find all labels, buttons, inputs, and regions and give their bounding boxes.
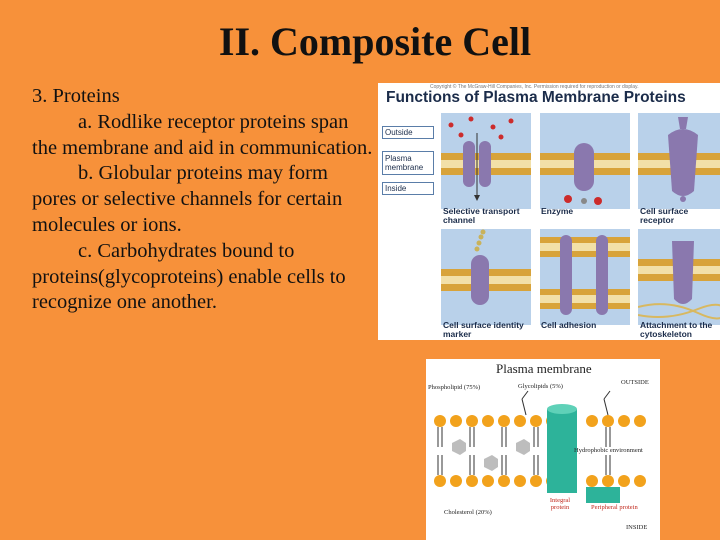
cytoskeleton-illustration: [637, 241, 720, 320]
figure-title: Functions of Plasma Membrane Proteins: [386, 89, 686, 106]
slide-title: II. Composite Cell: [218, 19, 532, 64]
label-identity-marker: Cell surface identity marker: [443, 320, 524, 339]
legend-inside: Inside: [382, 182, 434, 195]
cell-adhesion-illustration: [540, 235, 630, 315]
enzyme-illustration: [540, 143, 630, 205]
body-line-a: a. Rodlike receptor proteins span the me…: [32, 110, 373, 159]
panel-transport-channel: [441, 113, 531, 209]
panel-surface-receptor: [638, 113, 720, 209]
transport-channel-illustration: [441, 116, 531, 201]
label-cytoskeleton: Attachment to the cytoskeleton: [640, 320, 713, 339]
label-cell-adhesion: Cell adhesion: [541, 320, 597, 330]
body-line-c: c. Carbohydrates bound to proteins(glyco…: [32, 239, 346, 314]
membrane-bilayer-illustration: [434, 390, 646, 503]
copyright-note: Copyright © The McGraw-Hill Companies, I…: [430, 84, 639, 90]
diagram-title: Plasma membrane: [496, 361, 592, 376]
peripheral-protein-label: Peripheral protein: [591, 504, 638, 511]
outside-label: OUTSIDE: [621, 379, 649, 386]
identity-marker-illustration: [441, 229, 531, 305]
legend-outside: Outside: [382, 126, 434, 139]
label-transport-channel: Selective transport channel: [443, 206, 520, 225]
cholesterol-label: Cholesterol (20%): [444, 509, 492, 516]
phospholipid-label: Phospholipid (75%): [428, 384, 481, 391]
plasma-membrane-diagram: Plasma membrane Phospholipid (75%) Glyco…: [426, 359, 660, 540]
glycolipids-label: Glycolipids (5%): [518, 383, 563, 390]
label-surface-receptor: Cell surface receptor: [640, 206, 689, 225]
legend-plasma-membrane: Plasma membrane: [382, 151, 434, 175]
body-line-b: b. Globular proteins may form pores or s…: [32, 162, 343, 236]
panel-cytoskeleton: [637, 229, 720, 325]
panel-enzyme: [540, 113, 630, 209]
membrane-functions-figure: Copyright © The McGraw-Hill Companies, I…: [378, 83, 720, 340]
panel-cell-adhesion: [540, 229, 630, 325]
hydrophobic-label: Hydrophobic environment: [574, 447, 643, 454]
surface-receptor-illustration: [638, 117, 720, 202]
slide-body: 3. Proteins a. Rodlike receptor proteins…: [32, 84, 377, 316]
body-line-proteins: 3. Proteins: [32, 85, 120, 107]
panel-identity-marker: [441, 229, 531, 325]
inside-label: INSIDE: [626, 524, 648, 531]
label-enzyme: Enzyme: [541, 206, 574, 216]
integral-protein-label: Integral protein: [549, 497, 571, 511]
